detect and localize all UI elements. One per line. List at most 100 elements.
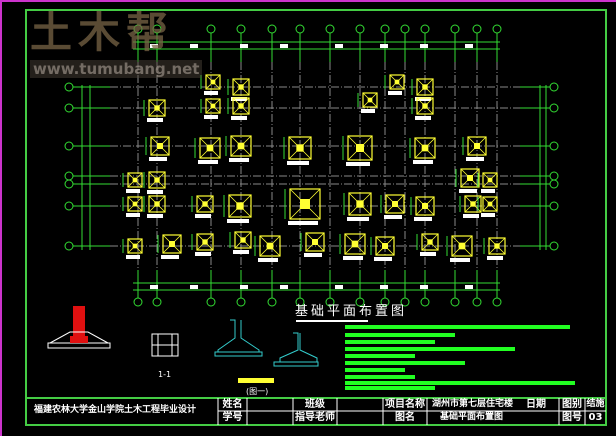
column xyxy=(394,79,400,85)
axis-bubble xyxy=(64,179,74,189)
footing-label xyxy=(195,252,211,256)
column xyxy=(487,201,493,207)
footing xyxy=(488,237,506,255)
axis-bubble xyxy=(450,24,460,34)
note-line xyxy=(345,381,575,385)
column xyxy=(154,201,160,207)
footing xyxy=(482,196,498,212)
drawing-frame xyxy=(25,9,607,426)
dimension-text xyxy=(240,44,248,48)
note-line xyxy=(345,347,515,351)
name-label: 姓名 xyxy=(222,399,243,410)
column xyxy=(132,177,138,183)
footing-section-a xyxy=(217,319,260,353)
footing xyxy=(205,74,221,90)
column xyxy=(356,200,364,208)
footing xyxy=(416,78,434,96)
footing xyxy=(464,195,482,213)
column xyxy=(458,242,466,250)
footing-label xyxy=(126,189,140,193)
axis-bubble xyxy=(420,24,430,34)
footing xyxy=(467,136,487,156)
dimension-text xyxy=(150,44,158,48)
category-value: 结施 xyxy=(586,399,605,409)
footing-label xyxy=(147,190,163,194)
footing-label xyxy=(487,256,503,260)
axis-bubble xyxy=(400,297,410,307)
column xyxy=(351,240,359,248)
footing-section-a-base xyxy=(214,351,263,357)
axis-bubble xyxy=(64,241,74,251)
axis-bubble xyxy=(492,24,502,34)
axis-bubble xyxy=(236,297,246,307)
footing-label xyxy=(388,91,402,95)
footing xyxy=(234,231,252,249)
footing-label xyxy=(463,214,479,218)
axis-bubble xyxy=(549,241,559,251)
footing xyxy=(362,92,378,108)
watermark-url: www.tumubang.net xyxy=(30,60,203,78)
dimension-text xyxy=(335,285,343,289)
axis-bubble xyxy=(549,171,559,181)
axis-bubble xyxy=(64,171,74,181)
footing-label xyxy=(420,252,436,256)
footing-label xyxy=(343,256,363,260)
column xyxy=(169,241,175,247)
column xyxy=(382,243,388,249)
footing xyxy=(414,137,436,159)
number-value: 03 xyxy=(588,412,603,423)
footing-label xyxy=(415,97,431,101)
footing-label xyxy=(195,214,211,218)
footing xyxy=(162,234,182,254)
footing-label xyxy=(415,116,431,120)
footing-label xyxy=(231,97,247,101)
axis-bubble xyxy=(64,201,74,211)
footing-label xyxy=(287,161,309,165)
column xyxy=(392,201,398,207)
footing-label xyxy=(346,162,370,166)
footing xyxy=(289,188,321,220)
footing-label xyxy=(126,255,140,259)
footing-label xyxy=(231,116,247,120)
footing-label xyxy=(459,189,477,193)
footing-label xyxy=(233,250,249,254)
dimension-text xyxy=(150,285,158,289)
axis-bubble xyxy=(450,297,460,307)
dimension-text xyxy=(465,44,473,48)
dimension-text xyxy=(380,285,388,289)
dimension-text xyxy=(465,285,473,289)
axis-bubble xyxy=(549,82,559,92)
footing xyxy=(259,235,281,257)
figure-label: (图一) xyxy=(246,387,269,396)
axis-bubble xyxy=(492,297,502,307)
column xyxy=(367,97,373,103)
axis-bubble xyxy=(64,82,74,92)
footing-label xyxy=(147,214,163,218)
dimension-text xyxy=(280,44,288,48)
footings xyxy=(122,74,506,262)
axis-bubble xyxy=(295,24,305,34)
column xyxy=(202,201,208,207)
watermark-logo: 土木帮 xyxy=(30,8,175,57)
column xyxy=(240,237,246,243)
axis-bubble xyxy=(355,24,365,34)
dimension-text xyxy=(335,44,343,48)
footing-label xyxy=(414,217,432,221)
footing-base xyxy=(47,342,111,349)
category-label: 图别 xyxy=(562,399,582,410)
column xyxy=(312,239,318,245)
column xyxy=(236,202,244,210)
column xyxy=(296,144,304,152)
footing xyxy=(148,195,166,213)
column xyxy=(210,103,216,109)
school-name: 福建农林大学金山学院土木工程毕业设计 xyxy=(34,405,197,415)
axis-bubble xyxy=(472,297,482,307)
footing xyxy=(421,233,439,251)
drawing-title: 基础平面布置图 xyxy=(295,304,408,319)
footing xyxy=(148,171,166,189)
axis-bubble xyxy=(472,24,482,34)
date-label: 日期 xyxy=(526,399,546,410)
axis-bubble xyxy=(267,297,277,307)
note-line xyxy=(345,368,405,372)
student-no-label: 学号 xyxy=(222,412,243,423)
